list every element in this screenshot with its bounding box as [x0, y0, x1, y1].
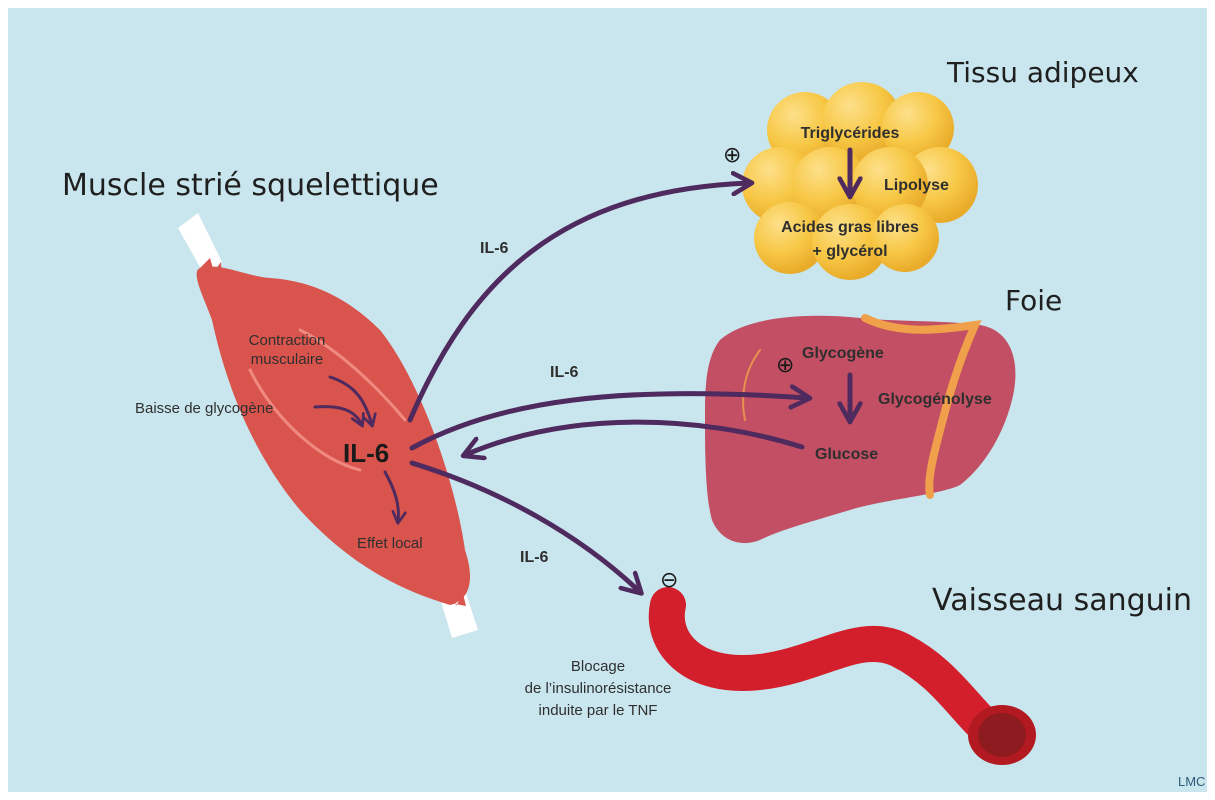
label-il6-center: IL-6 [343, 438, 389, 468]
arrow-il6-to-adipose [410, 183, 750, 420]
plus-sign-adipose: ⊕ [723, 143, 741, 168]
plus-sign-liver: ⊕ [776, 353, 794, 378]
label-arrow-adipose: IL-6 [480, 240, 509, 257]
label-glucose: Glucose [815, 446, 878, 463]
muscle-belly [197, 267, 470, 605]
label-block-line3: induite par le TNF [539, 702, 658, 719]
label-contraction-line2: musculaire [251, 351, 324, 368]
muscle-tendon-top [178, 213, 222, 276]
label-contraction-line1: Contraction [249, 332, 326, 349]
label-block-line2: de l’insulinorésistance [525, 680, 672, 697]
label-ffa-line2: + glycérol [812, 243, 887, 260]
blood-vessel-lumen [978, 713, 1026, 757]
label-glycogenolysis: Glycogénolyse [878, 391, 992, 408]
title-vessel: Vaisseau sanguin [932, 583, 1192, 618]
minus-sign-vessel: ⊖ [660, 568, 678, 593]
label-local-effect: Effet local [357, 535, 423, 552]
label-triglycerides: Triglycérides [801, 125, 900, 142]
label-glycogen-drop: Baisse de glycogène [135, 400, 273, 417]
label-lipolysis: Lipolyse [884, 177, 949, 194]
credit-label: LMC [1178, 774, 1205, 789]
label-block-line1: Blocage [571, 658, 625, 675]
label-glycogen: Glycogène [802, 345, 884, 362]
fat-cell [871, 204, 939, 272]
label-ffa-line1: Acides gras libres [781, 219, 919, 236]
label-arrow-vessel: IL-6 [520, 549, 549, 566]
blood-vessel-illustration [667, 605, 1036, 765]
title-adipose: Tissu adipeux [946, 56, 1139, 89]
title-muscle: Muscle strié squelettique [62, 168, 439, 203]
label-arrow-liver: IL-6 [550, 364, 579, 381]
title-liver: Foie [1005, 284, 1062, 317]
muscle-illustration [178, 213, 478, 638]
blood-vessel [667, 605, 1000, 738]
